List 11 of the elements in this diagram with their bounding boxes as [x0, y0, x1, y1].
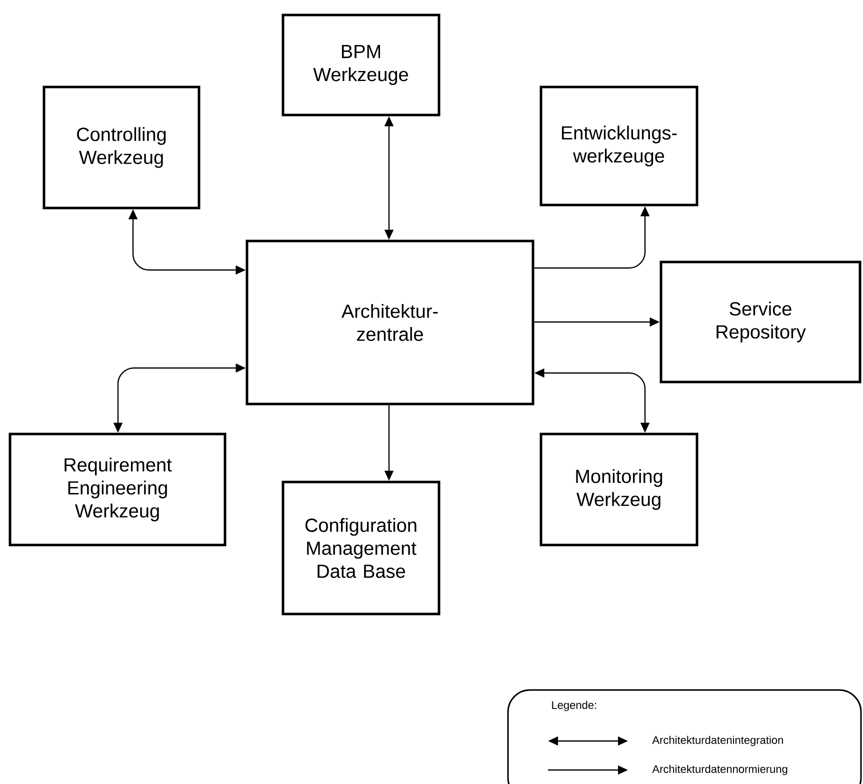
process-box: Entwicklungs-werkzeuge — [540, 86, 698, 206]
process-box: Architektur-zentrale — [246, 240, 534, 406]
process-box: Controlling Werkzeug — [42, 86, 200, 210]
legend-text: Architekturdatennormierung — [652, 764, 788, 776]
process-box: Service Repository — [660, 260, 862, 384]
process-box: Configuration Management Data Base — [282, 480, 440, 616]
legend-text: Architekturdatenintegration — [652, 736, 783, 746]
process-box: Monitoring Werkzeug — [540, 432, 698, 546]
process-box: BPM Werkzeuge — [282, 14, 440, 116]
legend-title: Legende: — [552, 700, 596, 712]
process-box: Requirement Engineering Werkzeug — [8, 432, 226, 546]
